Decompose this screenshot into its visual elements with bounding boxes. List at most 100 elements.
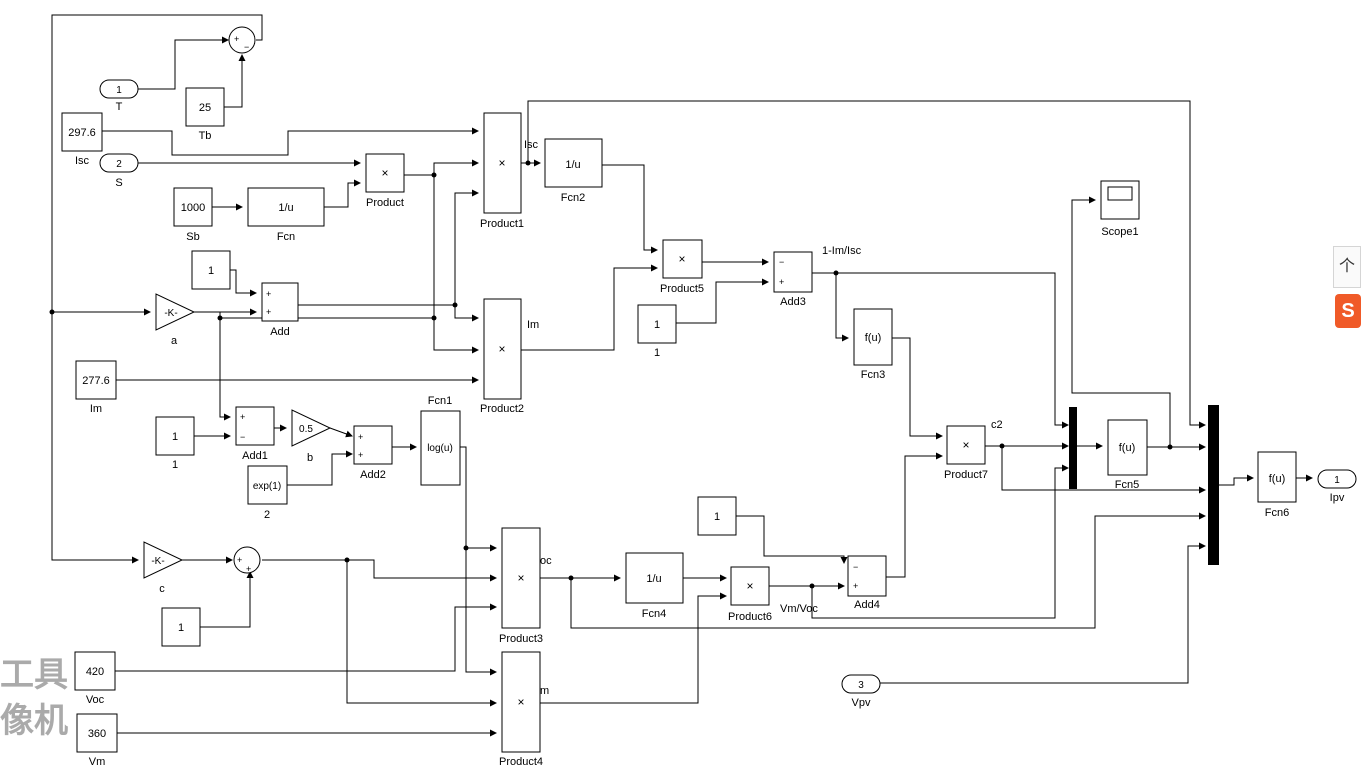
constant-one-bottom[interactable]: 1 (161, 607, 201, 647)
svg-text:1: 1 (654, 319, 660, 331)
svg-text:T: T (116, 101, 123, 113)
signal-label-ratio: 1-Im/Isc (822, 245, 862, 257)
signal-label-im: Im (527, 319, 539, 331)
gain-b[interactable]: 0.5 b (291, 409, 332, 464)
svg-text:1/u: 1/u (278, 202, 293, 214)
svg-text:1/u: 1/u (565, 159, 580, 171)
constant-voc[interactable]: 420 Voc (74, 651, 116, 706)
fcn5-block[interactable]: f(u) Fcn5 (1107, 419, 1148, 491)
constant-im[interactable]: 277.6 Im (75, 360, 117, 415)
fcn-block[interactable]: 1/u Fcn (247, 187, 325, 243)
inport-vpv[interactable]: 3 Vpv (841, 674, 881, 709)
svg-text:Vm: Vm (89, 756, 106, 768)
svg-text:1/u: 1/u (646, 573, 661, 585)
svg-text:Add1: Add1 (242, 450, 268, 462)
add1-block[interactable]: + − Add1 (235, 406, 275, 462)
svg-text:+: + (358, 450, 363, 460)
constant-isc[interactable]: 297.6 Isc (61, 112, 103, 167)
svg-text:−: − (244, 42, 249, 52)
svg-text:f(u): f(u) (865, 332, 882, 344)
svg-text:×: × (517, 571, 524, 585)
scope1-block[interactable]: Scope1 (1100, 180, 1140, 238)
svg-text:+: + (266, 307, 271, 317)
svg-text:S: S (115, 177, 122, 189)
constant-sb[interactable]: 1000 Sb (173, 187, 213, 243)
fcn1-block[interactable]: log(u) Fcn1 (420, 395, 461, 486)
svg-text:f(u): f(u) (1269, 473, 1286, 485)
svg-text:1: 1 (172, 431, 178, 443)
product4-block[interactable]: × Product4 (499, 651, 543, 768)
arrow-up-icon[interactable]: 个 (1333, 246, 1361, 288)
signal-label-oc: oc (540, 555, 552, 567)
svg-text:Tb: Tb (199, 130, 212, 142)
svg-text:2: 2 (116, 159, 122, 170)
fcn4-block[interactable]: 1/u Fcn4 (625, 552, 684, 620)
mux2-block[interactable] (1208, 405, 1219, 565)
svg-text:1: 1 (172, 459, 178, 471)
product2-block[interactable]: × Product2 (480, 298, 524, 415)
svg-text:1000: 1000 (181, 202, 205, 214)
constant-vm[interactable]: 360 Vm (76, 713, 118, 768)
svg-text:+: + (240, 412, 245, 422)
mux1-block[interactable] (1069, 407, 1077, 489)
svg-text:Product6: Product6 (728, 611, 772, 623)
svg-text:+: + (853, 581, 858, 591)
branch-points (49, 160, 1173, 589)
svg-text:Fcn4: Fcn4 (642, 608, 666, 620)
constant-tb[interactable]: 25 Tb (185, 87, 225, 142)
add-block[interactable]: + + Add (261, 282, 299, 338)
svg-text:−: − (240, 432, 245, 442)
constant-exp[interactable]: exp(1) 2 (247, 465, 288, 521)
outport-ipv[interactable]: 1 Ipv (1317, 469, 1357, 504)
svg-text:2: 2 (264, 509, 270, 521)
fcn2-block[interactable]: 1/u Fcn2 (544, 138, 603, 204)
add4-block[interactable]: − + Add4 (847, 555, 887, 611)
svg-text:×: × (678, 252, 685, 266)
sogou-ime-icon[interactable]: S (1335, 294, 1361, 328)
sum-temperature[interactable]: + − (228, 26, 256, 54)
svg-text:1: 1 (714, 511, 720, 523)
svg-text:Fcn3: Fcn3 (861, 369, 885, 381)
side-toolbar: 个 S (1333, 246, 1363, 336)
product-block[interactable]: × Product (365, 153, 405, 209)
constant-one-add4[interactable]: 1 (697, 496, 737, 536)
fcn6-block[interactable]: f(u) Fcn6 (1257, 451, 1297, 519)
signal-label-m: m (540, 685, 549, 697)
svg-text:3: 3 (858, 680, 864, 691)
svg-text:exp(1): exp(1) (253, 481, 281, 492)
watermark: 工具 像机 (0, 652, 90, 752)
fcn3-block[interactable]: f(u) Fcn3 (853, 308, 893, 381)
product3-block[interactable]: × Product3 (499, 527, 543, 645)
add2-block[interactable]: + + Add2 (353, 425, 393, 481)
constant-1[interactable]: 1 1 (155, 416, 195, 471)
svg-text:Product3: Product3 (499, 633, 543, 645)
product5-block[interactable]: × Product5 (660, 239, 704, 295)
add3-block[interactable]: − + Add3 (773, 251, 813, 308)
signal-lines (51, 14, 1313, 737)
product7-block[interactable]: × Product7 (944, 425, 988, 481)
svg-text:−: − (779, 257, 784, 267)
inport-t[interactable]: 1 T (99, 79, 139, 113)
sum-c[interactable]: + + (233, 546, 261, 574)
svg-text:log(u): log(u) (427, 443, 453, 454)
gain-a[interactable]: -K- a (155, 293, 196, 347)
signal-label-vm-voc: Vm/Voc (780, 603, 818, 615)
svg-text:c: c (159, 583, 165, 595)
product6-block[interactable]: × Product6 (728, 566, 772, 623)
svg-text:277.6: 277.6 (82, 375, 110, 387)
constant-one-mid[interactable]: 1 1 (637, 304, 677, 359)
svg-text:Vpv: Vpv (852, 697, 871, 709)
constant-one-add[interactable]: 1 (191, 250, 231, 290)
product1-block[interactable]: × Product1 (480, 112, 524, 230)
svg-text:-K-: -K- (151, 556, 164, 567)
gain-c[interactable]: -K- c (143, 541, 184, 595)
svg-text:Isc: Isc (75, 155, 90, 167)
svg-text:25: 25 (199, 102, 211, 114)
svg-text:−: − (853, 562, 858, 572)
svg-text:+: + (266, 289, 271, 299)
svg-text:+: + (358, 432, 363, 442)
watermark-line2: 像机 (0, 701, 68, 741)
inport-s[interactable]: 2 S (99, 153, 139, 189)
svg-text:Sb: Sb (186, 231, 199, 243)
svg-text:Add4: Add4 (854, 599, 880, 611)
